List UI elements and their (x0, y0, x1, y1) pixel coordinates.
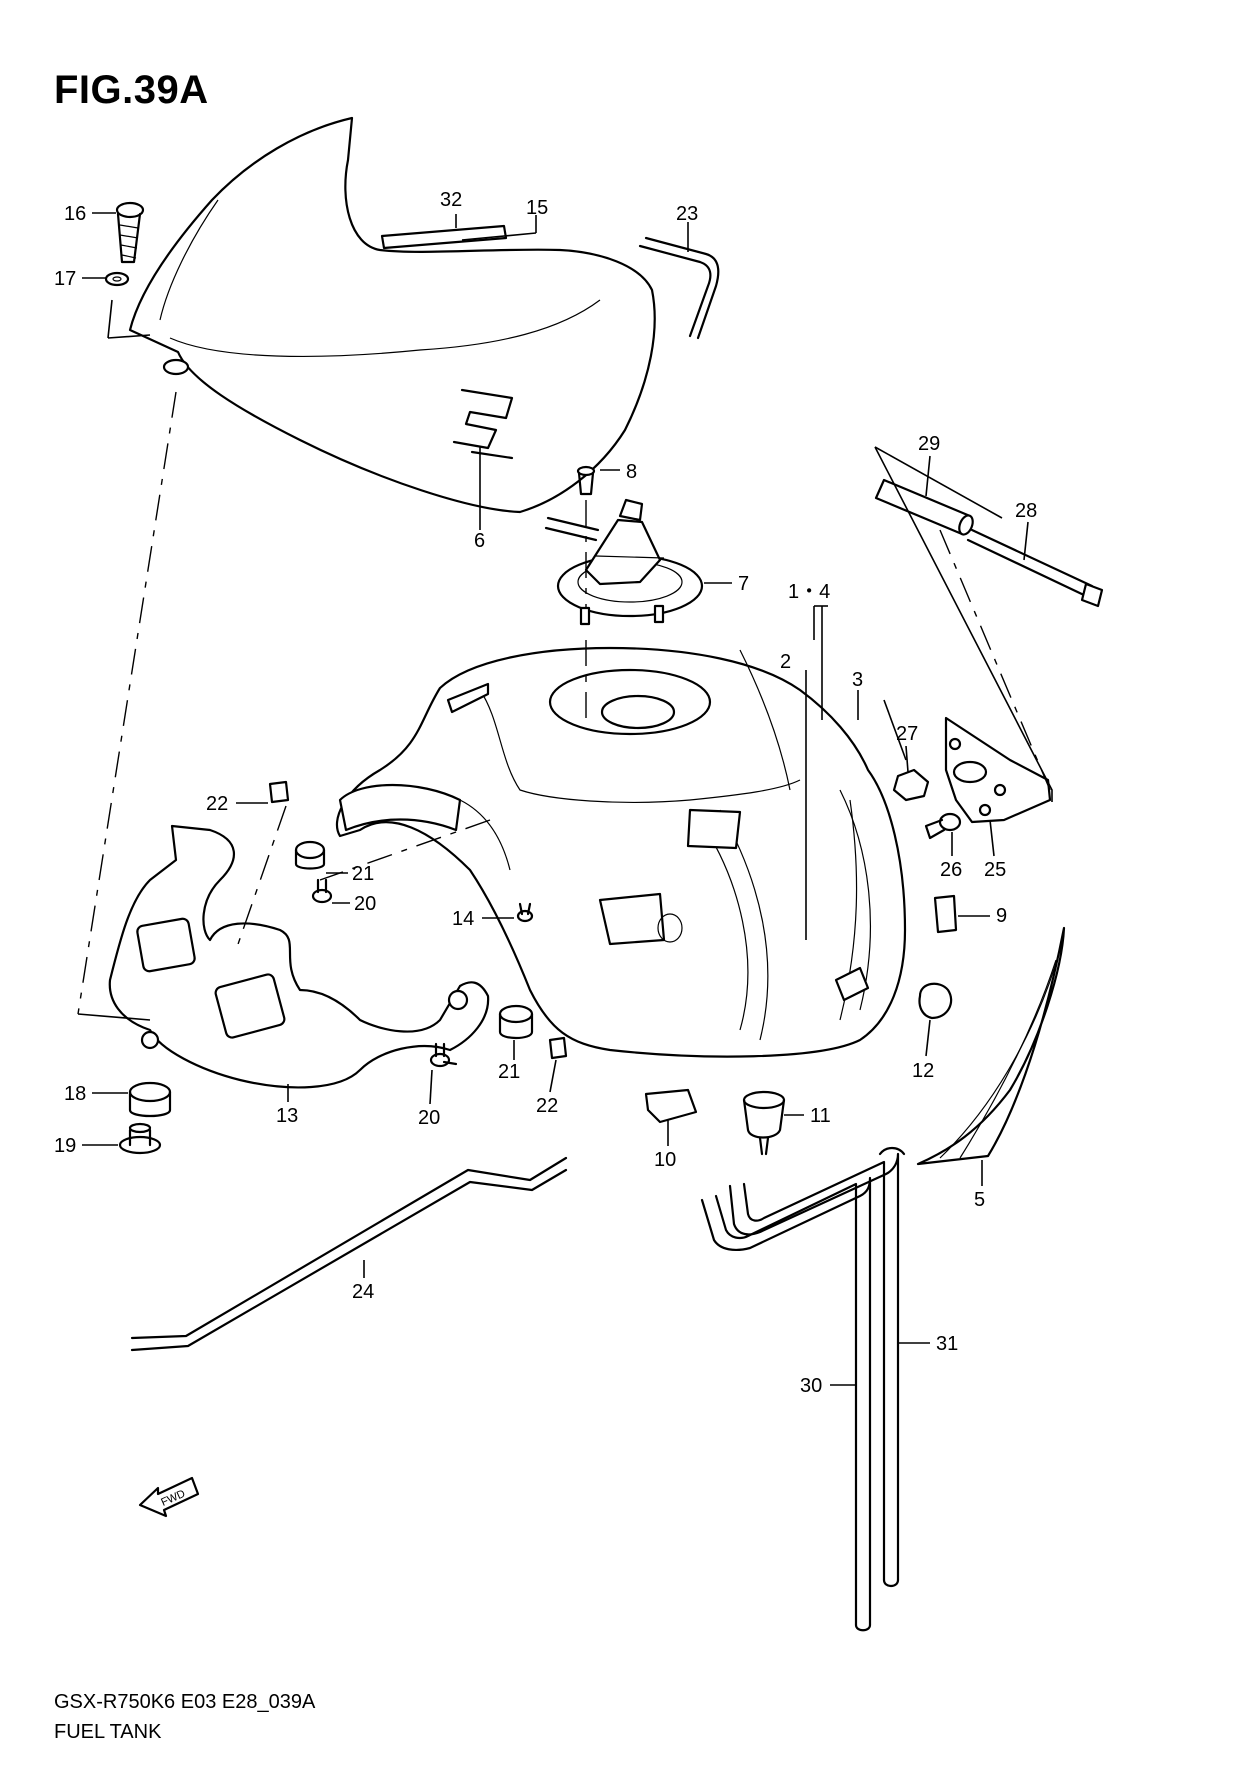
callout-16: 16 (64, 203, 86, 225)
figure-title: FIG.39A (54, 68, 209, 112)
part-30-hose (700, 1176, 872, 1632)
callout-13: 13 (276, 1105, 298, 1127)
part-21-cushion-lower (498, 1004, 534, 1040)
callout-5: 5 (974, 1189, 985, 1211)
callout-9: 9 (996, 905, 1007, 927)
part-12-cushion (918, 982, 953, 1020)
callout-1-4: 1・4 (788, 581, 830, 603)
part-17-washer (104, 271, 130, 287)
callout-20-lower: 20 (418, 1107, 440, 1129)
part-5-side-panel (916, 926, 1066, 1166)
part-14-bolt (516, 902, 534, 923)
diagram-code: GSX-R750K6 E03 E28_039A (54, 1691, 316, 1713)
callout-15: 15 (526, 197, 548, 219)
callout-26: 26 (940, 859, 962, 881)
reference-lines (77, 214, 1053, 1021)
callout-23: 23 (676, 203, 698, 225)
callout-6: 6 (474, 530, 485, 552)
part-7-fuel-cap (544, 498, 704, 626)
callout-14: 14 (452, 908, 474, 930)
callout-30: 30 (800, 1375, 822, 1397)
callout-24: 24 (352, 1281, 374, 1303)
part-18-cushion (128, 1081, 172, 1118)
callout-7: 7 (738, 573, 749, 595)
part-16-bolt (115, 201, 145, 264)
callout-21-upper: 21 (352, 863, 374, 885)
part-11-valve (742, 1090, 786, 1156)
callout-32: 32 (440, 189, 462, 211)
callout-10: 10 (654, 1149, 676, 1171)
callout-12: 12 (912, 1060, 934, 1082)
part-20-collar-lower (429, 1042, 458, 1068)
callout-27: 27 (896, 723, 918, 745)
callout-2: 2 (780, 651, 791, 673)
callout-29: 29 (918, 433, 940, 455)
callout-21-lower: 21 (498, 1061, 520, 1083)
part-26-bolt (924, 812, 962, 840)
callouts: 16 17 32 15 23 6 8 7 29 28 (54, 189, 1037, 1397)
callout-3: 3 (852, 669, 863, 691)
part-23-hose (638, 236, 720, 340)
part-15-tank-cover (128, 116, 656, 514)
part-24-hose (130, 1156, 568, 1352)
part-25-bracket-plate (944, 716, 1052, 824)
callout-28: 28 (1015, 500, 1037, 522)
callout-22-upper: 22 (206, 793, 228, 815)
callout-22-lower: 22 (536, 1095, 558, 1117)
callout-19: 19 (54, 1135, 76, 1157)
part-3-fuel-tank (335, 646, 907, 1058)
diagram-name: FUEL TANK (54, 1721, 162, 1743)
part-21-cushion-upper (294, 840, 326, 870)
part-10-pad (644, 1088, 698, 1124)
callout-20-upper: 20 (354, 893, 376, 915)
part-29-tube (874, 478, 974, 536)
part-32-strip (380, 224, 508, 250)
part-22-nut-lower (548, 1036, 568, 1060)
part-28-bolt (966, 528, 1104, 608)
part-22-nut-upper (268, 780, 290, 804)
callout-11: 11 (810, 1105, 831, 1127)
part-31-hose (728, 1146, 906, 1588)
part-20-collar-upper (311, 878, 333, 904)
part-8-screw (576, 465, 596, 496)
callout-17: 17 (54, 268, 76, 290)
part-13-bracket (108, 824, 490, 1089)
callout-25: 25 (984, 859, 1006, 881)
part-9-pad (933, 894, 958, 934)
callout-31: 31 (936, 1333, 958, 1355)
callout-18: 18 (64, 1083, 86, 1105)
fwd-arrow-icon: FWD (138, 1476, 200, 1518)
part-27-nut (892, 768, 930, 802)
part-19-collar (118, 1122, 162, 1155)
callout-8: 8 (626, 461, 637, 483)
